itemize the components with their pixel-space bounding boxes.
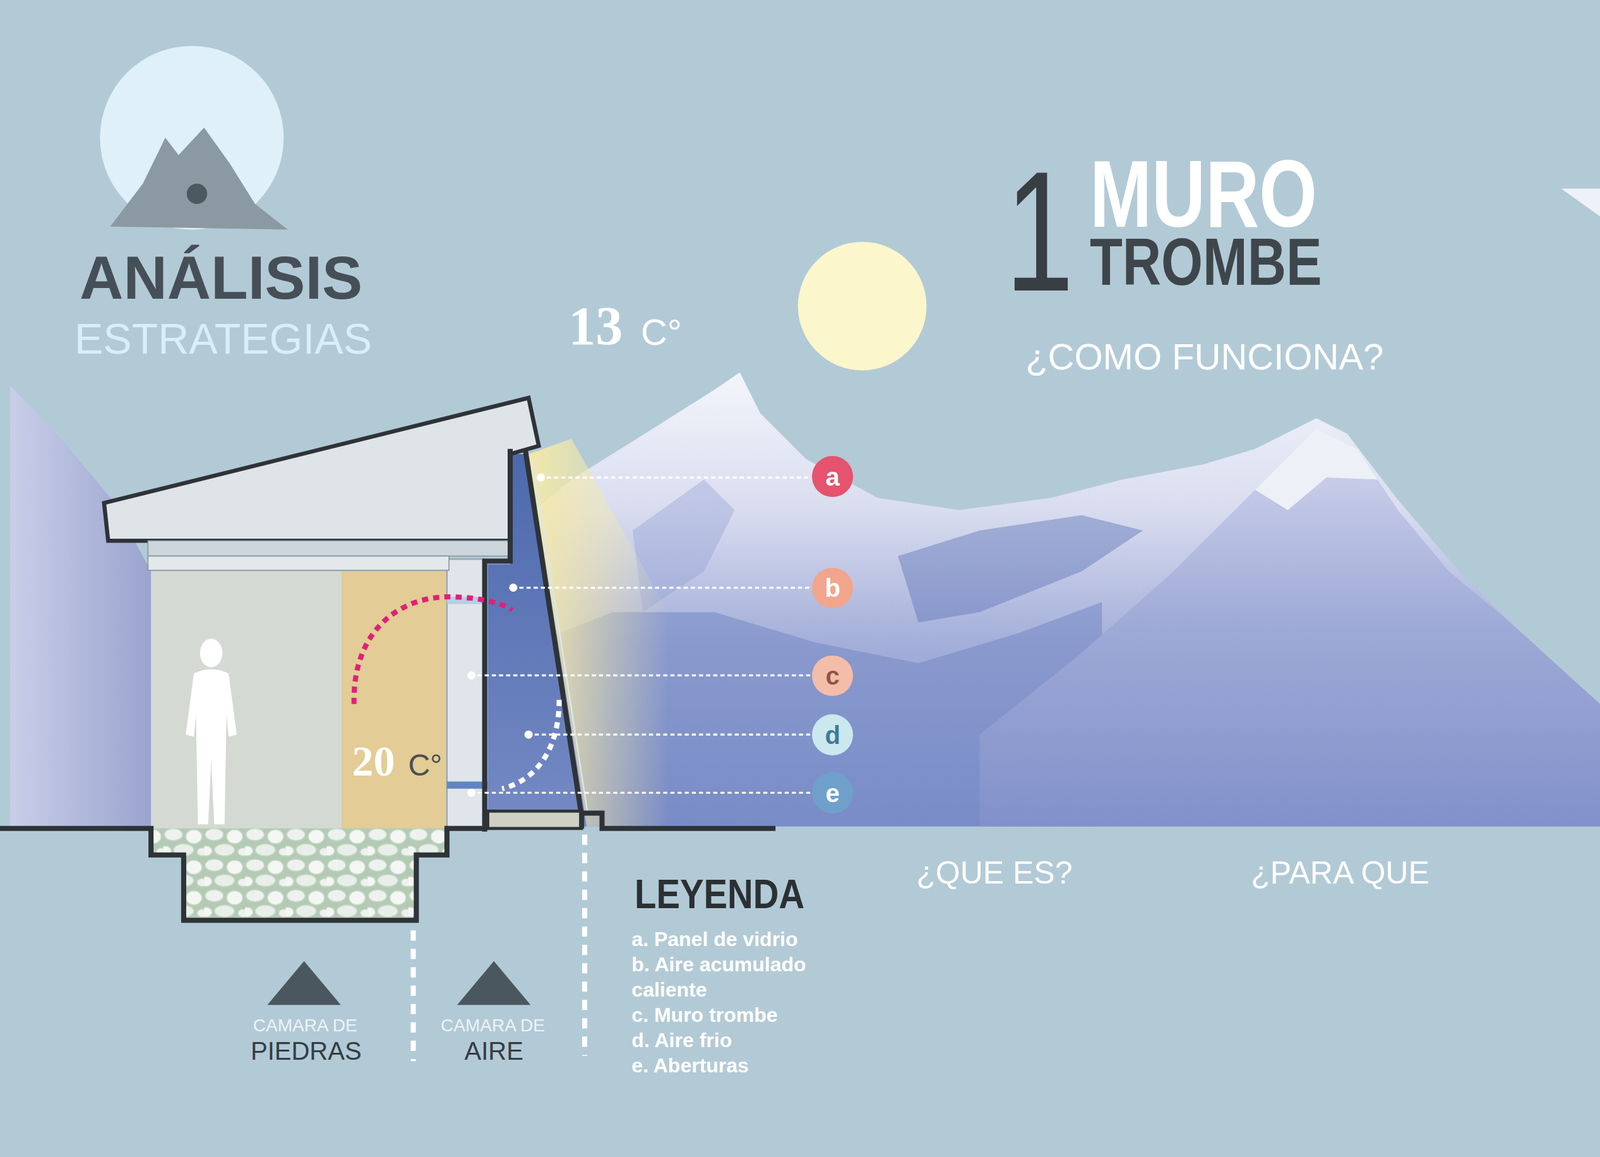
dotted-divider xyxy=(582,834,588,1056)
cold-air-flow xyxy=(501,699,560,789)
legend-item: b. Aire acumulado caliente xyxy=(631,951,859,1003)
legend-item: a. Panel de vidrio xyxy=(631,926,859,952)
sun xyxy=(798,241,927,371)
solar-glow xyxy=(528,438,669,827)
callout-circle: a xyxy=(811,455,854,497)
leader-line xyxy=(534,733,811,736)
room xyxy=(150,571,342,829)
callout-circle: e xyxy=(811,772,854,814)
callout-circle: d xyxy=(811,714,854,756)
logo-moon xyxy=(99,46,284,230)
stone-chamber xyxy=(150,828,448,920)
legend-text: a. Panel de vidrio xyxy=(631,927,798,951)
title: ANÁLISIS xyxy=(79,247,363,309)
mountain-right xyxy=(979,428,1600,827)
leader-dot xyxy=(536,473,545,482)
mountain-edge xyxy=(1561,188,1600,217)
callout-letter: b xyxy=(824,575,840,601)
hot-air-flow xyxy=(354,596,513,705)
mountain-shadow xyxy=(897,515,1143,623)
ceiling-ledge xyxy=(147,555,449,571)
legend-item: c. Muro trombe xyxy=(631,1002,859,1028)
callout-letter: a xyxy=(825,464,840,490)
wall-base xyxy=(487,810,582,828)
callout-circle: c xyxy=(811,655,854,697)
temperature: 13 xyxy=(568,298,623,353)
lower-vent xyxy=(447,781,489,789)
trombe-wall xyxy=(484,448,511,832)
question: ¿QUE ES? xyxy=(916,856,1073,889)
temperature-unit: C° xyxy=(640,313,682,351)
legend-item: e. Aberturas xyxy=(631,1052,859,1078)
temperature-unit: C° xyxy=(407,750,442,781)
legend-text: d. Aire frio xyxy=(631,1028,732,1052)
legend-text: b. Aire acumulado caliente xyxy=(631,952,806,1001)
callout-letter: d xyxy=(824,722,840,748)
subtitle: ESTRATEGIAS xyxy=(74,316,372,360)
marker-triangle xyxy=(457,961,531,1005)
roof xyxy=(104,397,539,541)
legend-text: e. Aberturas xyxy=(631,1053,749,1077)
legend-heading: LEYENDA xyxy=(634,873,805,915)
mountain-left xyxy=(10,385,151,827)
section-number: 1 xyxy=(1005,145,1075,317)
ceiling xyxy=(147,540,511,556)
legend: a. Panel de vidriob. Aire acumulado cali… xyxy=(631,926,859,1078)
temperature: 20 xyxy=(352,739,396,783)
question: ¿COMO FUNCIONA? xyxy=(1025,338,1384,376)
chamber-label: AIRE xyxy=(464,1038,523,1064)
leader-line xyxy=(477,674,811,677)
logo-cave xyxy=(186,183,208,204)
marker-triangle xyxy=(267,961,341,1005)
mountain-range xyxy=(510,372,1600,827)
question: ¿PARA QUE xyxy=(1250,856,1429,889)
glass-panel xyxy=(525,450,582,816)
leader-dot xyxy=(524,730,533,739)
heading: TROMBE xyxy=(1089,227,1322,295)
chamber-label: CAMARA DE xyxy=(440,1016,545,1035)
dotted-divider xyxy=(410,930,416,1061)
heading: MURO xyxy=(1089,145,1318,242)
logo-mountain xyxy=(110,127,288,230)
glass-reflection xyxy=(532,459,588,814)
callout-letter: c xyxy=(825,662,840,689)
leader-line xyxy=(546,476,811,478)
legend-item: d. Aire frio xyxy=(631,1027,859,1053)
chamber-label: PIEDRAS xyxy=(250,1038,362,1064)
leader-line xyxy=(477,791,811,794)
leader-dot xyxy=(467,671,476,680)
callout-circle: b xyxy=(811,567,854,609)
leader-dot xyxy=(508,583,518,592)
leader-dot xyxy=(467,788,476,797)
leader-line xyxy=(519,586,811,589)
chamber-label: CAMARA DE xyxy=(253,1016,358,1035)
legend-text: c. Muro trombe xyxy=(631,1003,778,1027)
person-head xyxy=(200,638,223,667)
callout-letter: e xyxy=(825,780,840,806)
snow-cap xyxy=(1255,428,1378,511)
person-body xyxy=(185,669,237,825)
